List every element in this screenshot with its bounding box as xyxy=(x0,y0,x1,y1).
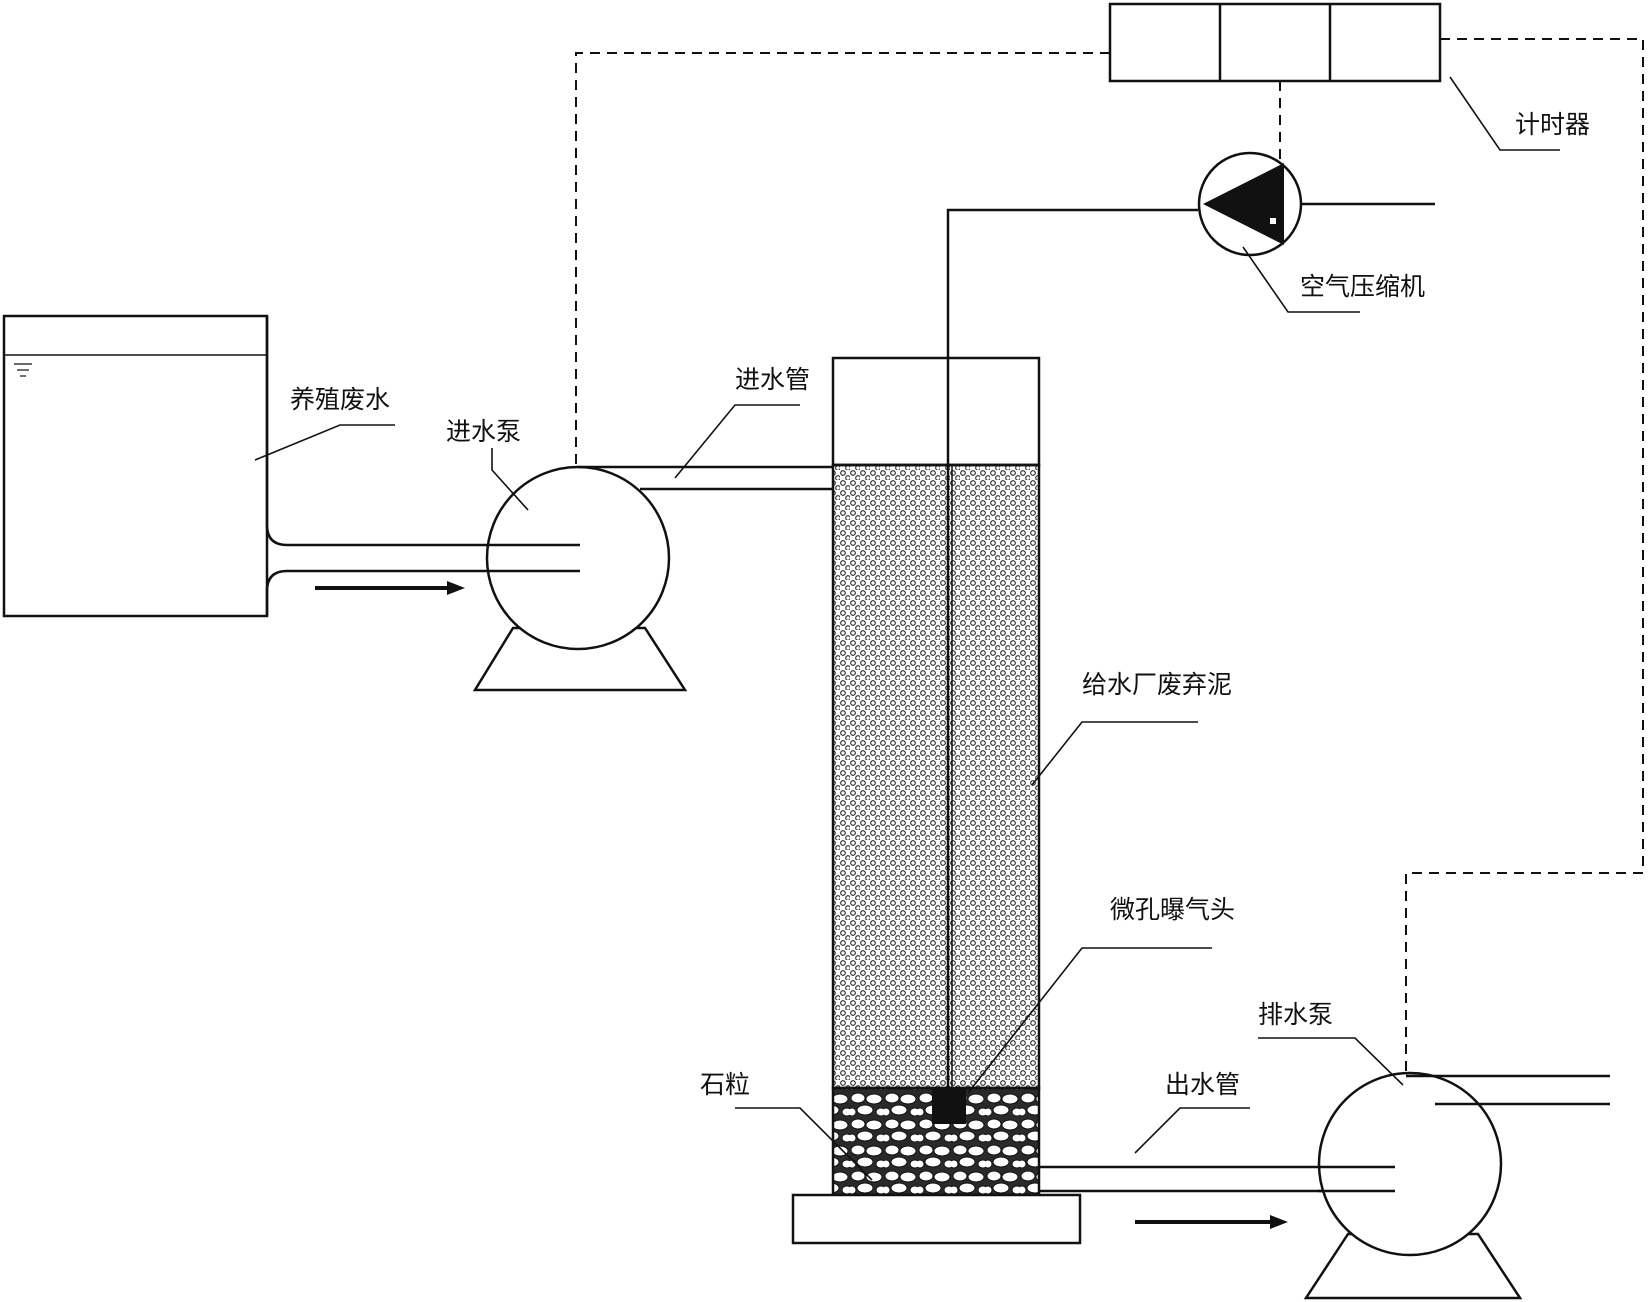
label-aerator: 微孔曝气头 xyxy=(1110,895,1235,924)
label-wastewater: 养殖废水 xyxy=(290,385,390,414)
column-base-plate xyxy=(791,1193,1082,1245)
air-compressor xyxy=(1197,151,1435,257)
timer xyxy=(1108,2,1442,83)
inlet-pump xyxy=(472,465,688,692)
drain-pump xyxy=(1303,1071,1610,1300)
tank-outline xyxy=(2,314,269,618)
timer-box xyxy=(1108,2,1442,83)
drain-pump-body xyxy=(1317,1071,1503,1257)
label-air-compressor: 空气压缩机 xyxy=(1300,272,1425,301)
label-outlet-pipe: 出水管 xyxy=(1165,1070,1240,1099)
air-supply-pipe xyxy=(946,208,1198,1088)
sludge-layer xyxy=(831,463,1041,1090)
timer-to-inlet-pump-line xyxy=(575,52,1110,465)
label-timer: 计时器 xyxy=(1515,110,1590,139)
timer-to-drain-pump-line xyxy=(1405,38,1644,1076)
tank-outlet-pipe xyxy=(265,316,580,616)
label-gravel: 石粒 xyxy=(700,1070,750,1099)
label-sludge: 给水厂废弃泥 xyxy=(1082,670,1232,699)
wastewater-tank xyxy=(2,314,269,618)
microporous-aerator xyxy=(932,1088,966,1124)
flow-arrow-inlet xyxy=(315,581,465,595)
leader-lines xyxy=(254,76,1560,1181)
label-inlet-pump: 进水泵 xyxy=(446,417,521,446)
column-headspace xyxy=(831,356,1041,467)
label-drain-pump: 排水泵 xyxy=(1258,1000,1333,1029)
inlet-pipe xyxy=(578,465,833,491)
flow-arrow-outlet xyxy=(1135,1215,1288,1229)
control-signal-lines xyxy=(575,38,1644,1076)
compressor-triangle xyxy=(1203,163,1284,245)
label-inlet-pipe: 进水管 xyxy=(735,365,810,394)
